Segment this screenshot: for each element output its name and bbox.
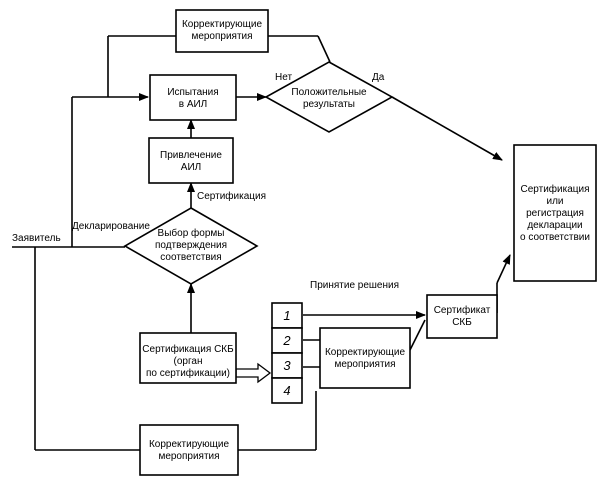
corrective-top-line2: мероприятия: [191, 31, 252, 42]
choice-line3: соответствия: [160, 252, 221, 263]
skb-line1: Сертификация СКБ: [142, 343, 234, 355]
yes-label: Да: [372, 72, 385, 83]
option-1-label: 1: [283, 308, 290, 323]
option-4-label: 4: [283, 383, 290, 398]
final-line3: регистрация: [526, 208, 584, 219]
decision-label: Принятие решения: [310, 280, 399, 291]
testing-box: Испытания в АИЛ: [149, 74, 237, 121]
skb-line2: (орган: [174, 356, 203, 367]
option-3-label: 3: [283, 358, 291, 373]
corrective-bottom-box: Корректирующие мероприятия: [139, 424, 239, 476]
skb-certificate-box: Сертификат СКБ: [426, 294, 498, 339]
corrective-mid-to-certificate: [409, 319, 426, 351]
final-line2: или: [546, 196, 563, 207]
skb-line3: по сертификации): [146, 367, 230, 379]
corrective-top-line1: Корректирующие: [182, 19, 262, 30]
skb-certification-box: Сертификация СКБ (орган по сертификации): [139, 332, 237, 384]
declaration-label: Декларирование: [72, 221, 150, 232]
certificate-to-final-arrow: [496, 254, 511, 284]
lab-engagement-box: Привлечение АИЛ: [148, 137, 234, 184]
results-diamond: Положительные результаты: [264, 61, 394, 133]
no-branch-line: [317, 35, 331, 63]
option-2-label: 2: [282, 333, 291, 348]
yes-to-final-arrow: [391, 96, 503, 161]
final-line5: о соответствии: [520, 232, 590, 243]
option-3-cell: [271, 352, 303, 379]
corrective-bottom-line2: мероприятия: [158, 451, 219, 462]
applicant-label: Заявитель: [12, 233, 61, 244]
certificate-line1: Сертификат: [434, 304, 491, 316]
lab-line1: Привлечение: [160, 150, 222, 161]
skb-to-options-hollow-arrow: [235, 362, 272, 384]
corrective-mid-line1: Корректирующие: [325, 347, 405, 358]
lab-line2: АИЛ: [181, 162, 201, 173]
corrective-bottom-line1: Корректирующие: [149, 439, 229, 450]
results-line2: результаты: [303, 99, 355, 110]
final-line4: декларации: [527, 220, 582, 231]
choice-line1: Выбор формы: [158, 227, 225, 239]
options-column: 1 2 3 4: [271, 302, 303, 404]
testing-line2: в АИЛ: [179, 99, 208, 110]
results-line1: Положительные: [291, 87, 367, 98]
connectors: [12, 35, 511, 451]
corrective-top-box: Корректирующие мероприятия: [175, 9, 269, 53]
corrective-mid-line2: мероприятия: [334, 359, 395, 370]
certificate-line2: СКБ: [452, 317, 472, 328]
option-2-cell: [271, 327, 303, 354]
option-1-cell: [271, 302, 303, 329]
final-line1: Сертификация: [521, 183, 590, 195]
choice-diamond: Выбор формы подтверждения соответствия: [123, 207, 259, 285]
no-label: Нет: [275, 72, 292, 83]
certification-label: Сертификация: [197, 190, 266, 202]
final-result-box: Сертификация или регистрация декларации …: [513, 144, 597, 282]
choice-line2: подтверждения: [155, 240, 227, 251]
corrective-mid-box: Корректирующие мероприятия: [319, 327, 411, 389]
option-4-cell: [271, 377, 303, 404]
testing-line1: Испытания: [167, 87, 218, 98]
